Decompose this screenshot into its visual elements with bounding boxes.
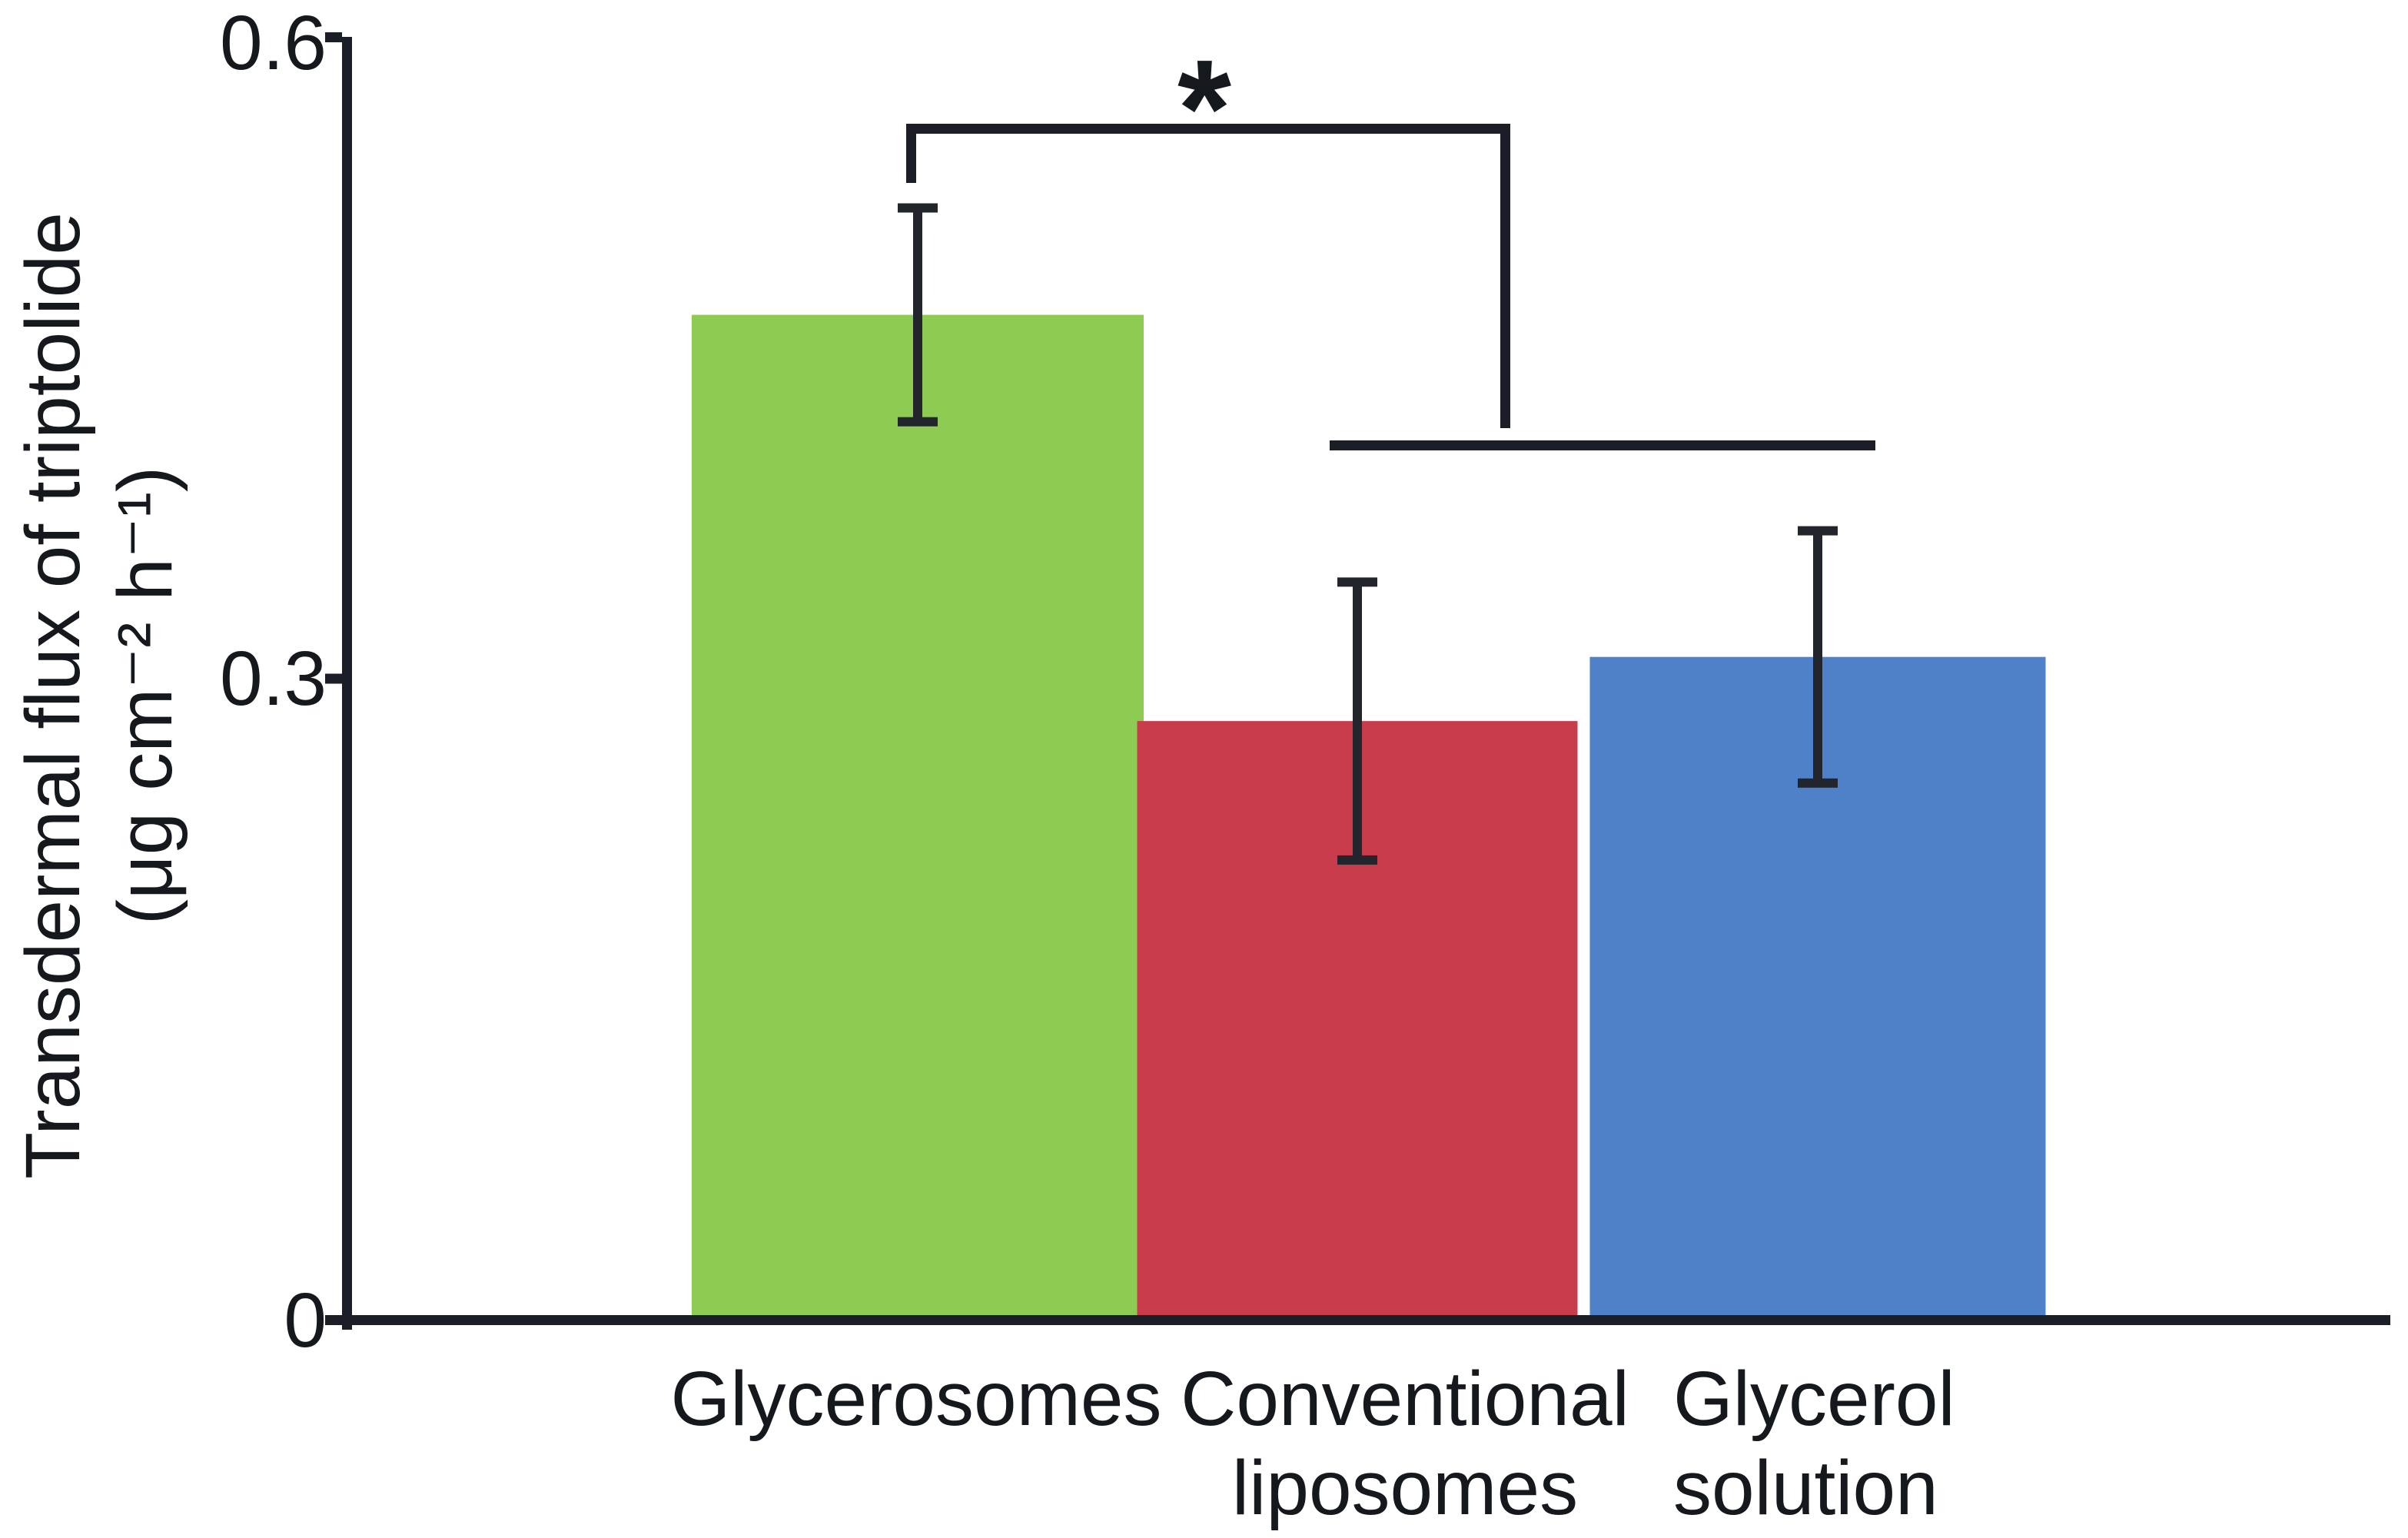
error-bar-conventional-liposomes-stem <box>1353 582 1362 860</box>
x-category-label-conventional-liposomes: Conventional liposomes <box>1181 1356 1629 1531</box>
x-category-label-glycerosomes: Glycerosomes <box>670 1356 1162 1442</box>
significance-bracket-left-vertical <box>906 124 916 183</box>
y-axis-line <box>342 37 352 1330</box>
y-tick-label-0-3: 0.3 <box>219 636 327 722</box>
y-tick-0 <box>325 1315 342 1325</box>
y-tick-0-3 <box>325 673 342 684</box>
comparison-group-line <box>1330 440 1875 450</box>
y-tick-label-0: 0 <box>284 1277 327 1364</box>
x-category-label-glycerol-solution: Glycerol solution <box>1673 1356 1955 1531</box>
error-bar-glycerosomes-top-cap <box>898 203 938 213</box>
significance-bracket-top <box>906 124 1510 134</box>
error-bar-glycerosomes-bottom-cap <box>898 417 938 427</box>
y-tick-0-6 <box>325 32 342 42</box>
error-bar-glycerol-solution-bottom-cap <box>1798 778 1838 788</box>
y-tick-label-0-6: 0.6 <box>219 0 327 86</box>
significance-asterisk: * <box>1177 32 1232 186</box>
significance-bracket-right-vertical <box>1500 124 1510 428</box>
error-bar-conventional-liposomes-bottom-cap <box>1337 855 1377 865</box>
error-bar-glycerol-solution-top-cap <box>1798 526 1838 536</box>
error-bar-glycerol-solution-stem <box>1813 530 1822 783</box>
error-bar-glycerosomes-stem <box>913 208 922 422</box>
bar-glycerosomes <box>692 314 1144 1320</box>
error-bar-conventional-liposomes-top-cap <box>1337 577 1377 587</box>
x-axis-line <box>342 1315 2390 1325</box>
